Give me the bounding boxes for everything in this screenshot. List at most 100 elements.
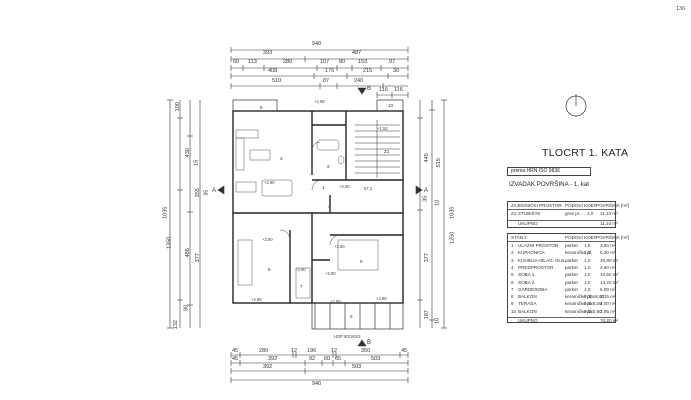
dim-top-3d: 107 — [320, 59, 330, 65]
room-number: 2 — [327, 164, 330, 169]
dim-top-6a: 116 — [379, 87, 388, 93]
standard-note: prema HRN ISO 9836 — [507, 167, 591, 176]
room-number: 3 — [280, 156, 283, 161]
bed-room-2 — [337, 239, 379, 271]
section-marker-a-left — [217, 185, 225, 195]
dim-top-5a: 510 — [272, 78, 282, 84]
balcony-north-east — [376, 99, 404, 112]
dim-bot-1b: 280 — [259, 348, 269, 354]
room-number: 5 — [268, 267, 271, 272]
height-label: +2,89 — [314, 99, 325, 104]
dim-bot-3a: 392 — [263, 364, 273, 370]
table-header: KOEF. — [584, 235, 598, 240]
room-number: 9 — [350, 314, 353, 319]
dim-bot-2a: 45 — [232, 356, 239, 362]
height-label: +2,89 — [251, 297, 262, 302]
table-header: PODOVI — [565, 203, 583, 208]
height-label: +2,89 — [376, 296, 387, 301]
dim-bot-2e: 65 — [335, 356, 342, 362]
table-row: Z1 STUBIŠTE gres pl. 1,0 11,10 m² — [511, 211, 618, 216]
plan-title: TLOCRT 1. KATA — [542, 147, 629, 159]
wardrobe — [295, 267, 311, 299]
room-number: 7 — [300, 284, 303, 289]
room-number: 8 — [260, 105, 263, 110]
section-marker-a-right — [415, 185, 423, 195]
door-swing-entry — [311, 179, 323, 191]
dim-left-2: 430 — [184, 148, 191, 158]
dim-top-4d: 30 — [393, 68, 400, 74]
common-area-table: ZAJEDNIČKI PROSTOR PODOVI KOEF. POVRŠINA… — [507, 201, 629, 228]
dim-bot-overall: 940 — [312, 381, 322, 387]
dim-bot-3b: 503 — [352, 364, 362, 370]
table-header: STAN 2. — [511, 235, 529, 240]
table-total-row: UKUPNO 11,10 m² — [508, 220, 618, 227]
dim-top-3g: 97 — [389, 59, 396, 65]
dim-bot-2b: 392 — [268, 356, 278, 362]
sofa — [261, 179, 293, 197]
window-note: HOP 80/160/3 — [334, 334, 361, 339]
area-table-title: IZVADAK POVRŠINA - 1. kat — [509, 181, 590, 188]
section-label-a-right: A — [424, 188, 429, 194]
height-label: +2,90 — [264, 180, 275, 185]
height-label: +2,90 — [339, 184, 350, 189]
dim-bot-1a: 45 — [232, 348, 239, 354]
door-swing-bath — [311, 141, 321, 151]
dim-bot-2c: 92 — [309, 356, 316, 362]
terrace-south — [311, 302, 404, 330]
section-label-b-top: B — [367, 86, 372, 92]
toilet — [337, 155, 345, 165]
door-swing-room-2 — [329, 234, 341, 246]
room-number: 10 — [388, 103, 394, 108]
room-number: Z1 — [384, 149, 390, 154]
section-label-a-left: A — [212, 188, 217, 194]
table-header: KOEF. — [584, 203, 598, 208]
table-total-row: UKUPNO 70,20 m² — [508, 317, 618, 324]
section-marker-b-bottom — [357, 339, 367, 347]
dim-left-3: 355 — [194, 188, 201, 198]
dim-right-5: 377 — [423, 253, 430, 263]
kitchen-island — [249, 149, 271, 161]
section-label-b-bottom: B — [367, 340, 372, 346]
dim-left-7: 377 — [194, 253, 201, 263]
dim-bot-2f: 503 — [371, 356, 381, 362]
height-label: +2,90 — [295, 267, 306, 272]
building-outline — [232, 110, 404, 304]
table-header: ZAJEDNIČKI PROSTOR — [511, 203, 562, 208]
dim-right-8: 1035 — [449, 206, 456, 219]
section-marker-b-top — [357, 87, 367, 95]
dim-bot-1d: 196 — [307, 348, 317, 354]
dim-left-4: 15 — [193, 159, 200, 166]
dim-left-9: 132 — [172, 320, 179, 330]
door-swing-room-1 — [279, 229, 291, 241]
dim-left-5: 35 — [203, 189, 210, 196]
balcony-north-west — [232, 99, 278, 112]
stair-note: 57,2 — [364, 186, 373, 191]
dim-right-1: 445 — [423, 153, 430, 163]
height-label: +2,90 — [262, 237, 273, 242]
height-label: +1,53 — [377, 126, 388, 131]
dim-top-4b: 176 — [325, 68, 335, 74]
dim-top-5c: 240 — [354, 78, 364, 84]
dim-right-3: 35 — [422, 195, 429, 202]
dim-top-2a: 393 — [263, 50, 273, 56]
table-header: POVRŠINA (m²) — [596, 235, 630, 240]
dim-right-6: 187 — [423, 310, 430, 320]
height-label: +2,90 — [334, 244, 345, 249]
dim-top-5b: 87 — [323, 78, 330, 84]
dim-bot-2d: 60 — [324, 356, 331, 362]
dim-bot-1e: 12 — [331, 348, 338, 354]
north-arrow-icon — [565, 94, 587, 117]
dim-top-3e: 80 — [339, 59, 346, 65]
staircase — [355, 120, 400, 178]
dim-top-6b: 116 — [394, 87, 403, 93]
tv-unit — [235, 181, 257, 193]
